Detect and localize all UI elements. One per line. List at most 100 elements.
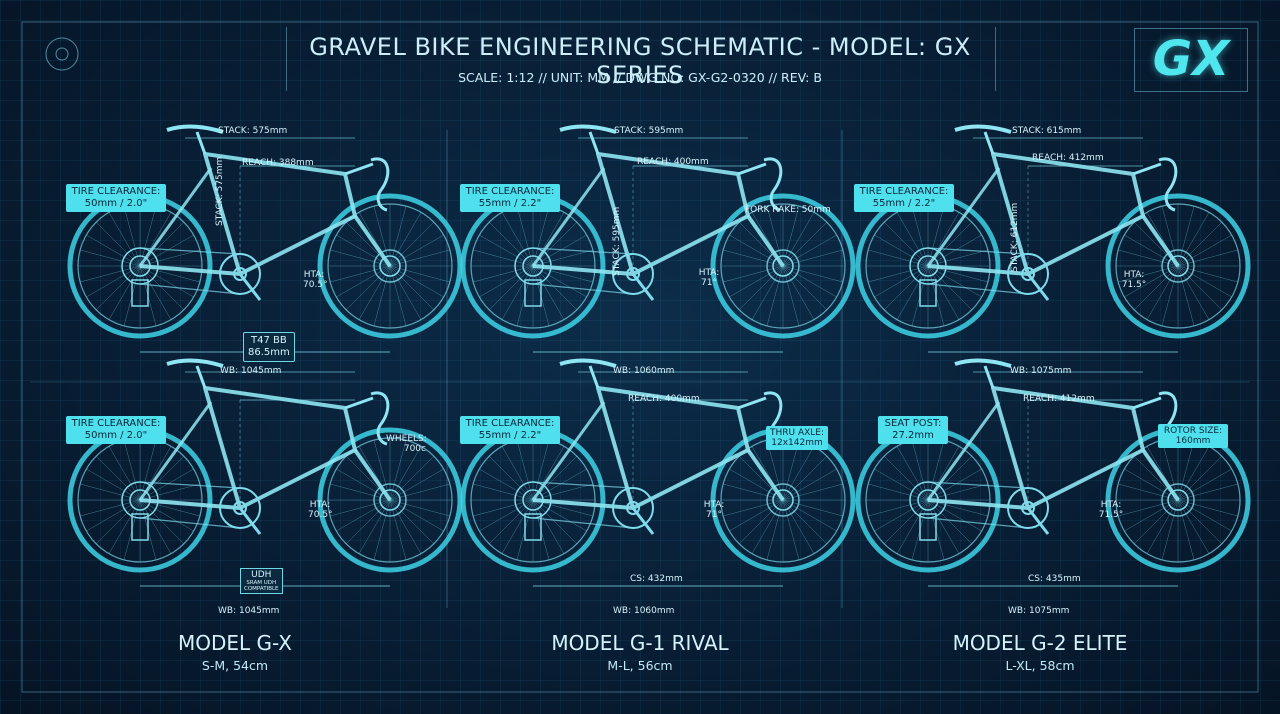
bike-2-1-derailleur — [919, 513, 937, 541]
bike-0-0-frame — [139, 152, 357, 276]
bike-2-1-saddle — [954, 358, 1012, 368]
seat-post-value: 27.2mm — [892, 430, 934, 441]
g-2-bottom-rotor-size-callout: ROTOR SIZE: 160mm — [1158, 424, 1228, 448]
g-2-bottom-wb-label: WB: 1075mm — [1008, 606, 1070, 616]
bike-1-0-saddle — [559, 124, 617, 134]
hta-value: 70.5° — [303, 280, 328, 290]
bike-0-0-crank — [238, 273, 262, 301]
bike-1-0-fork — [746, 214, 785, 268]
bike-2-0-stem — [1132, 162, 1162, 176]
tire-clearance-title: TIRE CLEARANCE: — [859, 186, 949, 197]
bike-1-1-derailleur — [524, 513, 542, 541]
bike-0-1-seatstay — [138, 401, 213, 501]
seat-post-title: SEAT POST: — [884, 418, 942, 429]
bike-2-0-rotor — [1161, 249, 1195, 283]
bike-1-1-frame — [532, 386, 750, 510]
g-x-bottom-hta-label: HTA: 70.5° — [308, 500, 333, 520]
bike-0-0-handlebar — [370, 157, 390, 212]
page-title: GRAVEL BIKE ENGINEERING SCHEMATIC - MODE… — [309, 33, 971, 89]
bike-1-1-stem — [737, 396, 767, 410]
bike-0-1-hub — [379, 489, 401, 511]
g-x-bottom-tire-clearance-callout: TIRE CLEARANCE: 50mm / 2.0" — [66, 416, 166, 444]
hta-value: 70.5° — [308, 510, 333, 520]
bike-1-0-seatstay — [531, 167, 606, 267]
bike-0-0-hub — [379, 255, 401, 277]
tire-clearance-value: 50mm / 2.0" — [84, 430, 148, 441]
bike-2-1-hub — [1167, 489, 1189, 511]
bike-2-0-saddle — [954, 124, 1012, 134]
wheels-title: WHEELS: — [386, 434, 427, 444]
g-2-bottom-reach-label: REACH: 412mm — [1023, 394, 1095, 404]
bike-2-0-wheel-tire — [1105, 193, 1251, 339]
thru-axle-value: 12x142mm — [771, 438, 823, 448]
bike-0-0-derailleur — [131, 279, 149, 307]
bike-0-0-seatpost — [195, 131, 207, 155]
g-2-bottom-hta-label: HTA: 71.5° — [1098, 500, 1124, 520]
bike-1-0-handlebar — [763, 157, 783, 212]
g-1-bottom-wb-label: WB: 1060mm — [613, 606, 675, 616]
g-x-top-stack-label: STACK: 575mm — [218, 126, 288, 136]
bb-title: T47 BB — [251, 335, 287, 346]
bike-1-0-hub — [772, 255, 794, 277]
bike-0-0-rotor — [373, 249, 407, 283]
g-x-top-hta-label: HTA: 70.5° — [303, 270, 328, 290]
model-g-x-size: S-M, 54cm — [201, 658, 269, 673]
hta-value: 71° — [706, 510, 722, 520]
bike-2-0-derailleur — [919, 279, 937, 307]
bike-1-1-saddle — [559, 358, 617, 368]
bike-0-1-rotor — [373, 483, 407, 517]
hta-title: HTA: — [303, 270, 325, 280]
bike-0-1-stem — [344, 396, 374, 410]
tire-clearance-value: 55mm / 2.2" — [478, 430, 542, 441]
bike-0-1-crank — [238, 507, 262, 535]
hta-value: 71° — [701, 278, 717, 288]
g-x-bottom-wheels-label: WHEELS: 700c — [386, 434, 427, 454]
hta-title: HTA: — [309, 500, 331, 510]
bike-0-1-saddle — [166, 358, 224, 368]
g-x-bottom-wb-label: WB: 1045mm — [218, 606, 280, 616]
crosshair-icon — [45, 37, 79, 71]
bike-2-0-hub — [1167, 255, 1189, 277]
g-1-top-wb-label: WB: 1060mm — [613, 366, 675, 376]
model-g-x-name: MODEL G-X — [178, 631, 292, 655]
bike-2-0-crank — [1026, 273, 1050, 301]
g-1-bottom-hta-label: HTA: 71° — [703, 500, 725, 520]
rotor-size-value: 160mm — [1175, 436, 1211, 446]
bike-2-0-fork — [1141, 214, 1180, 268]
g-1-bottom-tire-clearance-callout: TIRE CLEARANCE: 55mm / 2.2" — [460, 416, 560, 444]
hta-value: 71.5° — [1098, 510, 1124, 520]
outer-frame — [21, 21, 1259, 693]
bike-0-1-wheel-tire — [317, 427, 463, 573]
udh-sub1: SRAM UDH — [246, 580, 277, 586]
bike-2-1-fork — [1141, 448, 1180, 502]
bike-0-1-fork — [353, 448, 392, 502]
g-2-bottom-seat-post-callout: SEAT POST: 27.2mm — [878, 416, 948, 444]
bike-2-1-crank — [1026, 507, 1050, 535]
g-1-top-hta-label: HTA: 71° — [698, 268, 720, 288]
hta-title: HTA: — [698, 268, 720, 278]
bike-2-0-frame — [927, 152, 1145, 276]
tire-clearance-title: TIRE CLEARANCE: — [465, 186, 555, 197]
tire-clearance-title: TIRE CLEARANCE: — [465, 418, 555, 429]
g-2-top-reach-label: REACH: 412mm — [1032, 153, 1104, 163]
bike-2-1-frame — [927, 386, 1145, 510]
bike-1-1-seatstay — [531, 401, 606, 501]
page-subtitle: SCALE: 1:12 // UNIT: MM // DWG NO: GX-G2… — [458, 70, 822, 85]
bike-0-1-frame — [139, 386, 357, 510]
bike-1-1-seatpost — [588, 365, 600, 389]
model-g-2-elite-name: MODEL G-2 ELITE — [952, 631, 1128, 655]
model-g-2-elite-size: L-XL, 58cm — [1005, 658, 1075, 673]
g-2-top-stack-vertical-label: STACK: 612mm — [1010, 202, 1020, 272]
logo-text: GX — [1152, 31, 1230, 87]
rotor-size-title: ROTOR SIZE: — [1163, 426, 1223, 436]
bike-0-1-seatpost — [195, 365, 207, 389]
bike-2-1-stem — [1132, 396, 1162, 410]
g-x-top-reach-label: REACH: 388mm — [242, 158, 314, 168]
bike-0-0-fork — [353, 214, 392, 268]
bike-1-0-wheel-tire — [710, 193, 856, 339]
bike-2-1-rotor — [1161, 483, 1195, 517]
bike-1-0-derailleur — [524, 279, 542, 307]
bike-1-0-rotor — [766, 249, 800, 283]
bike-2-1-seatstay — [926, 401, 1001, 501]
